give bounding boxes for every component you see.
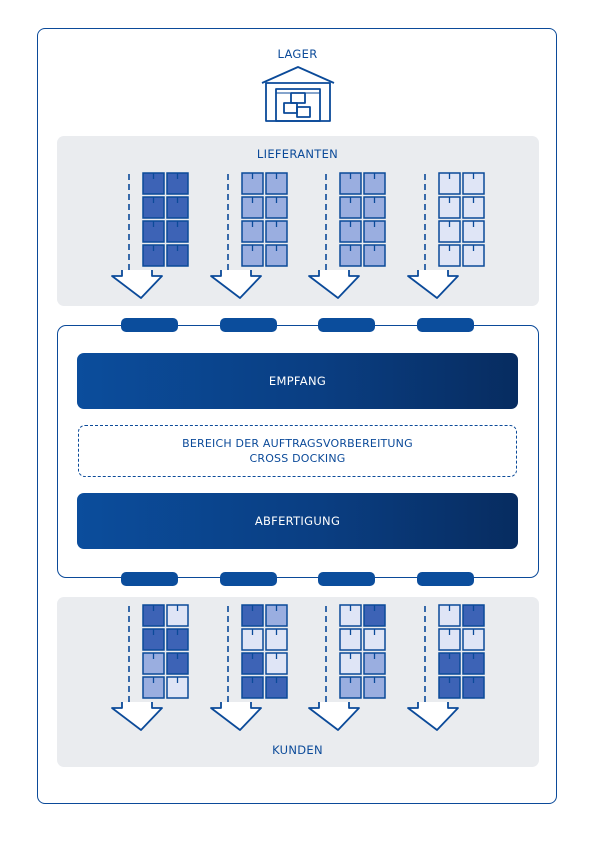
warehouse-title: LAGER [277, 47, 318, 61]
receiving-bar: EMPFANG [77, 353, 518, 409]
outbound-dock [417, 572, 474, 586]
arrow-head-icon [407, 702, 459, 731]
inbound-dock [417, 318, 474, 332]
outbound-dock [220, 572, 277, 586]
arrow-head-icon [210, 702, 262, 731]
customers-label: KUNDEN [272, 743, 323, 757]
inbound-dock [121, 318, 178, 332]
inbound-dock [220, 318, 277, 332]
outbound-dock [318, 572, 375, 586]
dispatch-bar: ABFERTIGUNG [77, 493, 518, 549]
arrow-head-icon [407, 270, 459, 299]
prep-line-2: CROSS DOCKING [249, 452, 346, 465]
prep-line-1: BEREICH DER AUFTRAGSVORBEREITUNG [182, 437, 413, 450]
warehouse-frame [37, 28, 557, 804]
arrow-head-icon [308, 270, 360, 299]
suppliers-label: LIEFERANTEN [256, 147, 339, 161]
order-preparation-zone: BEREICH DER AUFTRAGSVORBEREITUNG CROSS D… [78, 425, 517, 477]
arrow-head-icon [111, 270, 163, 299]
arrow-head-icon [210, 270, 262, 299]
outbound-dock [121, 572, 178, 586]
arrow-head-icon [308, 702, 360, 731]
arrow-head-icon [111, 702, 163, 731]
inbound-dock [318, 318, 375, 332]
